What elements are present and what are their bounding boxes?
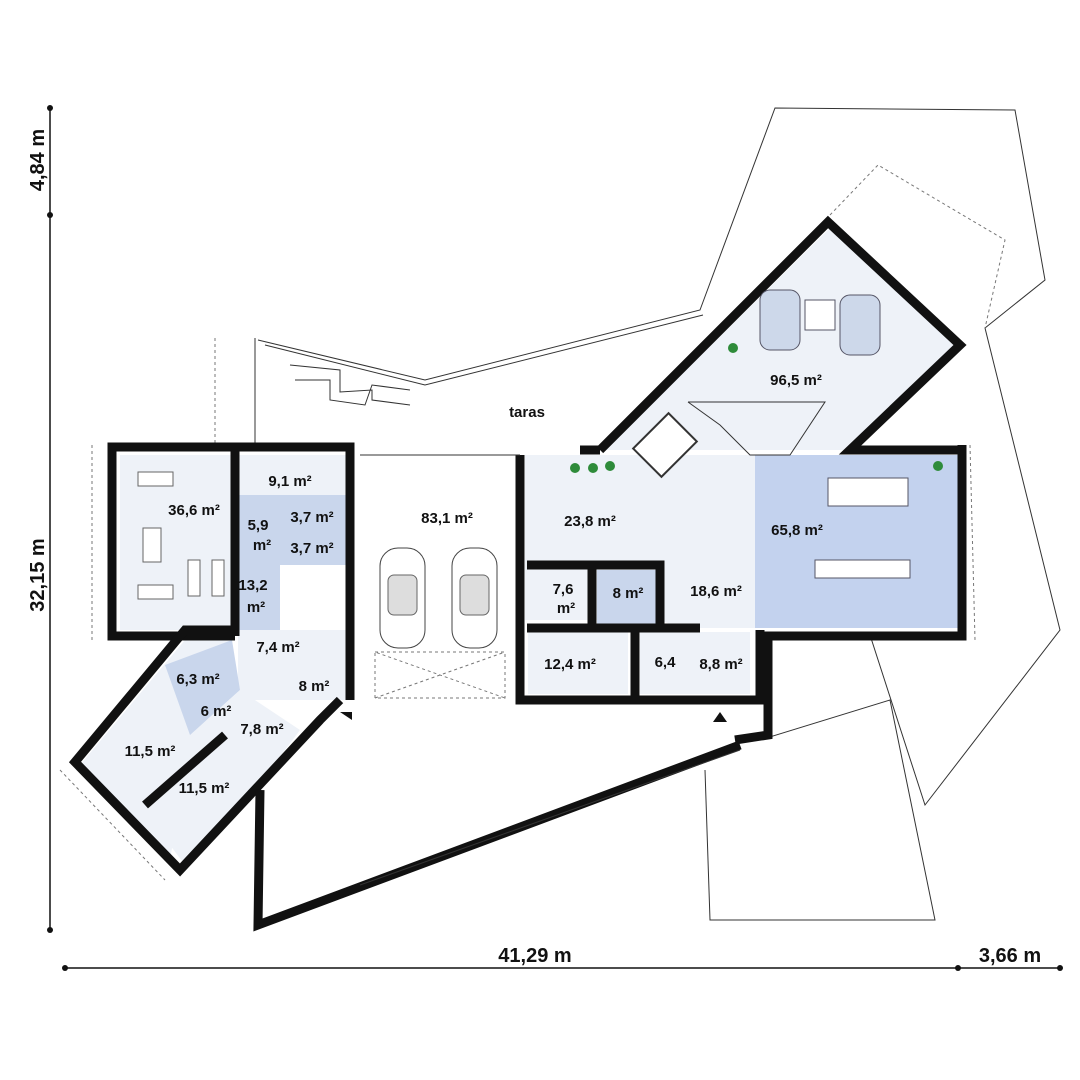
furniture [137, 289, 943, 699]
car-icon [379, 547, 426, 649]
room-label-entry-hall: 23,8 m² [564, 513, 616, 530]
room-label-garage: 83,1 m² [421, 510, 473, 527]
dimension-bottom-main: 41,29 m [498, 945, 571, 967]
room-label-gym: 36,6 m² [168, 502, 220, 519]
room-label-wc-2: 3,7 m² [290, 540, 333, 557]
room-label-living: 96,5 m² [770, 372, 822, 389]
room-label-side-room: 8 m² [299, 678, 330, 695]
entrance-arrow-icon [340, 712, 727, 722]
room-label-wardrobe-corridor: 9,1 m² [268, 473, 311, 490]
room-label-pantry: 6,4 [655, 654, 677, 671]
room-label-dining-kitchen: 65,8 m² [771, 522, 823, 539]
plant-icon [570, 343, 943, 473]
interior-stairs [687, 401, 826, 456]
room-label-hall: 18,6 m² [690, 583, 742, 600]
room-label-sauna-unit: m² [247, 599, 265, 616]
room-label-sauna: 13,2 [238, 577, 267, 594]
dimension-left-top: 4,84 m [27, 129, 49, 191]
room-label-bedroom-bath: 6,3 m² [176, 671, 219, 688]
room-label-closet: 7,6 [553, 581, 574, 598]
room-label-hall-small-unit: m² [253, 537, 271, 554]
exterior-stairs [289, 364, 411, 406]
terrace-outline [59, 107, 1061, 921]
room-label-hall-small: 5,9 [248, 517, 269, 534]
room-label-bedroom-1: 11,5 m² [125, 743, 176, 760]
room-label-utility: 12,4 m² [544, 656, 596, 673]
room-label-bathroom: 8 m² [613, 585, 644, 602]
room-fills [80, 228, 965, 865]
room-label-closet-unit: m² [557, 600, 575, 617]
dimension-bottom-right: 3,66 m [979, 945, 1041, 967]
room-label-bedroom-hall: 6 m² [201, 703, 232, 720]
dining-table-icon [814, 477, 911, 579]
terrace-label: taras [509, 404, 545, 421]
room-labels: taras 36,6 m² 9,1 m² 5,9 m² 3,7 m² 3,7 m… [125, 372, 823, 797]
gym-equipment-icon [137, 471, 225, 600]
room-label-corridor: 7,4 m² [256, 639, 299, 656]
dimension-lines: 4,84 m 32,15 m 41,29 m 3,66 m [27, 105, 1063, 971]
room-label-bath-2: 7,8 m² [240, 721, 283, 738]
dimension-left-main: 32,15 m [27, 538, 49, 611]
spa-tub-icon [631, 411, 699, 479]
walls [68, 215, 967, 932]
room-label-wc-1: 3,7 m² [290, 509, 333, 526]
car-icon [451, 547, 498, 649]
room-label-vestibule: 8,8 m² [699, 656, 742, 673]
room-label-bedroom-2: 11,5 m² [179, 780, 230, 797]
sofa-icon [759, 289, 881, 356]
